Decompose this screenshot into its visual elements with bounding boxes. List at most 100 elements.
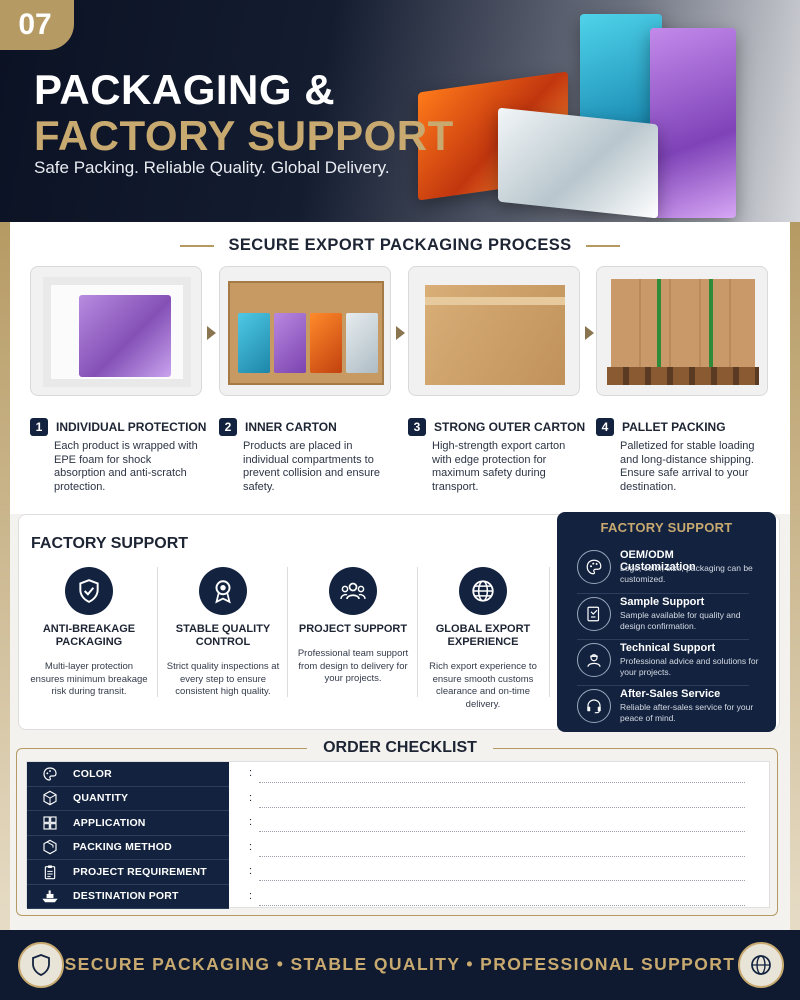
checklist-label: PACKING METHOD — [73, 841, 172, 854]
panel-item-title: After-Sales Service — [620, 688, 721, 700]
checklist-value[interactable]: : — [249, 767, 253, 779]
clear-brick-cell — [346, 313, 378, 373]
footer-slogan: SECURE PACKAGING • STABLE QUALITY • PROF… — [64, 954, 736, 974]
checklist-label-cell: PROJECT REQUIREMENT — [27, 860, 229, 885]
checklist-input-line[interactable] — [259, 782, 745, 783]
footer-banner: SECURE PACKAGING • STABLE QUALITY • PROF… — [0, 930, 800, 1000]
pallet-strap — [709, 279, 713, 367]
checklist-label-cell: DESTINATION PORT — [27, 884, 229, 909]
shield-check-icon — [65, 567, 113, 615]
ship-icon — [27, 888, 73, 904]
step-1-description: Each product is wrapped with EPE foam fo… — [54, 440, 198, 493]
step-number-badge: 3 — [408, 418, 426, 436]
column-divider — [287, 567, 288, 697]
step-2-heading: 2 INNER CARTON — [219, 418, 337, 436]
step-arrow-icon — [207, 326, 216, 340]
left-gold-border — [0, 222, 10, 930]
grid-icon — [27, 815, 73, 831]
checklist-label: APPLICATION — [73, 816, 146, 829]
shield-badge-icon — [18, 942, 64, 988]
step-3-heading: 3 STRONG OUTER CARTON — [408, 418, 585, 436]
hero-title-line1: PACKAGING & — [34, 66, 336, 113]
globe-icon — [459, 567, 507, 615]
step-number-badge: 2 — [219, 418, 237, 436]
engineer-icon — [577, 643, 611, 677]
step-title: INNER CARTON — [245, 420, 337, 434]
checklist-label-cell: APPLICATION — [27, 811, 229, 836]
process-heading-text: SECURE EXPORT PACKAGING PROCESS — [228, 236, 572, 254]
step-title: STRONG OUTER CARTON — [434, 420, 586, 434]
factory-support-heading: FACTORY SUPPORT — [31, 535, 189, 552]
checklist-input-line[interactable] — [259, 904, 745, 906]
clipboard-icon — [27, 864, 73, 880]
panel-item-oem: OEM/ODM Customization Logo, color, size,… — [577, 546, 753, 588]
panel-item-description: Logo, color, size, packaging can be cust… — [620, 563, 753, 584]
stacked-cartons — [611, 279, 755, 367]
step-title: PALLET PACKING — [622, 420, 726, 434]
support-description: Strict quality inspections at every step… — [166, 661, 280, 697]
checklist-label-cell: QUANTITY — [27, 786, 229, 811]
hero-banner: 07 PACKAGING & FACTORY SUPPORT Safe Pack… — [0, 0, 800, 222]
step-1-image — [30, 266, 202, 396]
panel-title: FACTORY SUPPORT — [600, 520, 733, 535]
checklist-value[interactable]: : — [249, 816, 253, 828]
package-icon — [27, 839, 73, 855]
checklist-value[interactable]: : — [249, 791, 253, 804]
checklist-row-application: APPLICATION : — [27, 811, 771, 836]
section-number-badge: 07 — [0, 0, 74, 50]
checklist-input-line[interactable] — [259, 855, 745, 857]
panel-separator — [577, 639, 749, 640]
wrapped-purple-brick — [79, 295, 171, 377]
step-4-description: Palletized for stable loading and long-d… — [620, 440, 755, 493]
palette-icon — [27, 766, 73, 782]
checklist-label: COLOR — [73, 767, 112, 780]
checklist-input-line[interactable] — [259, 806, 745, 808]
support-anti-breakage: ANTI-BREAKAGE PACKAGING Multi-layer prot… — [27, 567, 151, 701]
column-divider — [157, 567, 158, 697]
step-4-image — [596, 266, 768, 396]
panel-item-sample: Sample Support Sample available for qual… — [577, 593, 749, 635]
support-label: ANTI-BREAKAGE PACKAGING — [42, 623, 136, 648]
order-checklist-heading: ORDER CHECKLIST — [0, 739, 800, 757]
step-arrow-icon — [585, 326, 594, 340]
panel-item-technical: Technical Support Professional advice an… — [577, 639, 758, 681]
checklist-row-project-requirement: PROJECT REQUIREMENT : — [27, 860, 771, 885]
purple-glass-brick-image — [650, 28, 736, 218]
checklist-value[interactable]: : — [249, 865, 253, 877]
sample-icon — [577, 597, 611, 631]
panel-item-after-sales: After-Sales Service Reliable after-sales… — [577, 685, 753, 727]
checklist-label: QUANTITY — [73, 792, 129, 805]
checklist-value[interactable]: : — [249, 889, 253, 902]
checklist-label: DESTINATION PORT — [73, 890, 179, 903]
box-icon — [27, 790, 73, 806]
support-quality-control: STABLE QUALITY CONTROL Strict quality in… — [161, 567, 285, 701]
checklist-input-line[interactable] — [259, 880, 745, 881]
clear-glass-brick-image — [498, 107, 658, 219]
panel-separator — [577, 685, 749, 686]
support-label: STABLE QUALITY CONTROL — [175, 623, 271, 648]
step-2-description: Products are placed in individual compar… — [243, 440, 380, 493]
order-checklist-title: ORDER CHECKLIST — [307, 739, 493, 757]
process-heading: SECURE EXPORT PACKAGING PROCESS — [10, 236, 790, 255]
checklist-row-destination-port: DESTINATION PORT : — [27, 884, 771, 909]
globe-badge-icon — [738, 942, 784, 988]
award-medal-icon — [199, 567, 247, 615]
support-project: PROJECT SUPPORT Professional team suppor… — [291, 567, 415, 701]
hero-title-line2: FACTORY SUPPORT — [34, 112, 454, 159]
panel-item-description: Professional advice and solutions for yo… — [620, 656, 759, 677]
closed-outer-carton — [425, 285, 565, 385]
checklist-row-packing-method: PACKING METHOD : — [27, 835, 771, 860]
support-description: Professional team support from design to… — [297, 648, 409, 684]
checklist-value[interactable]: : — [249, 840, 253, 853]
carton-tape — [425, 297, 565, 305]
checklist-row-quantity: QUANTITY : — [27, 786, 771, 811]
step-title: INDIVIDUAL PROTECTION — [56, 420, 207, 434]
panel-separator — [577, 593, 749, 594]
open-inner-carton — [228, 281, 384, 385]
panel-item-description: Sample available for quality and design … — [620, 610, 741, 631]
wooden-pallet — [607, 367, 759, 385]
step-3-image — [408, 266, 580, 396]
column-divider — [549, 567, 550, 697]
checklist-input-line[interactable] — [259, 831, 745, 832]
pallet-strap — [657, 279, 661, 367]
